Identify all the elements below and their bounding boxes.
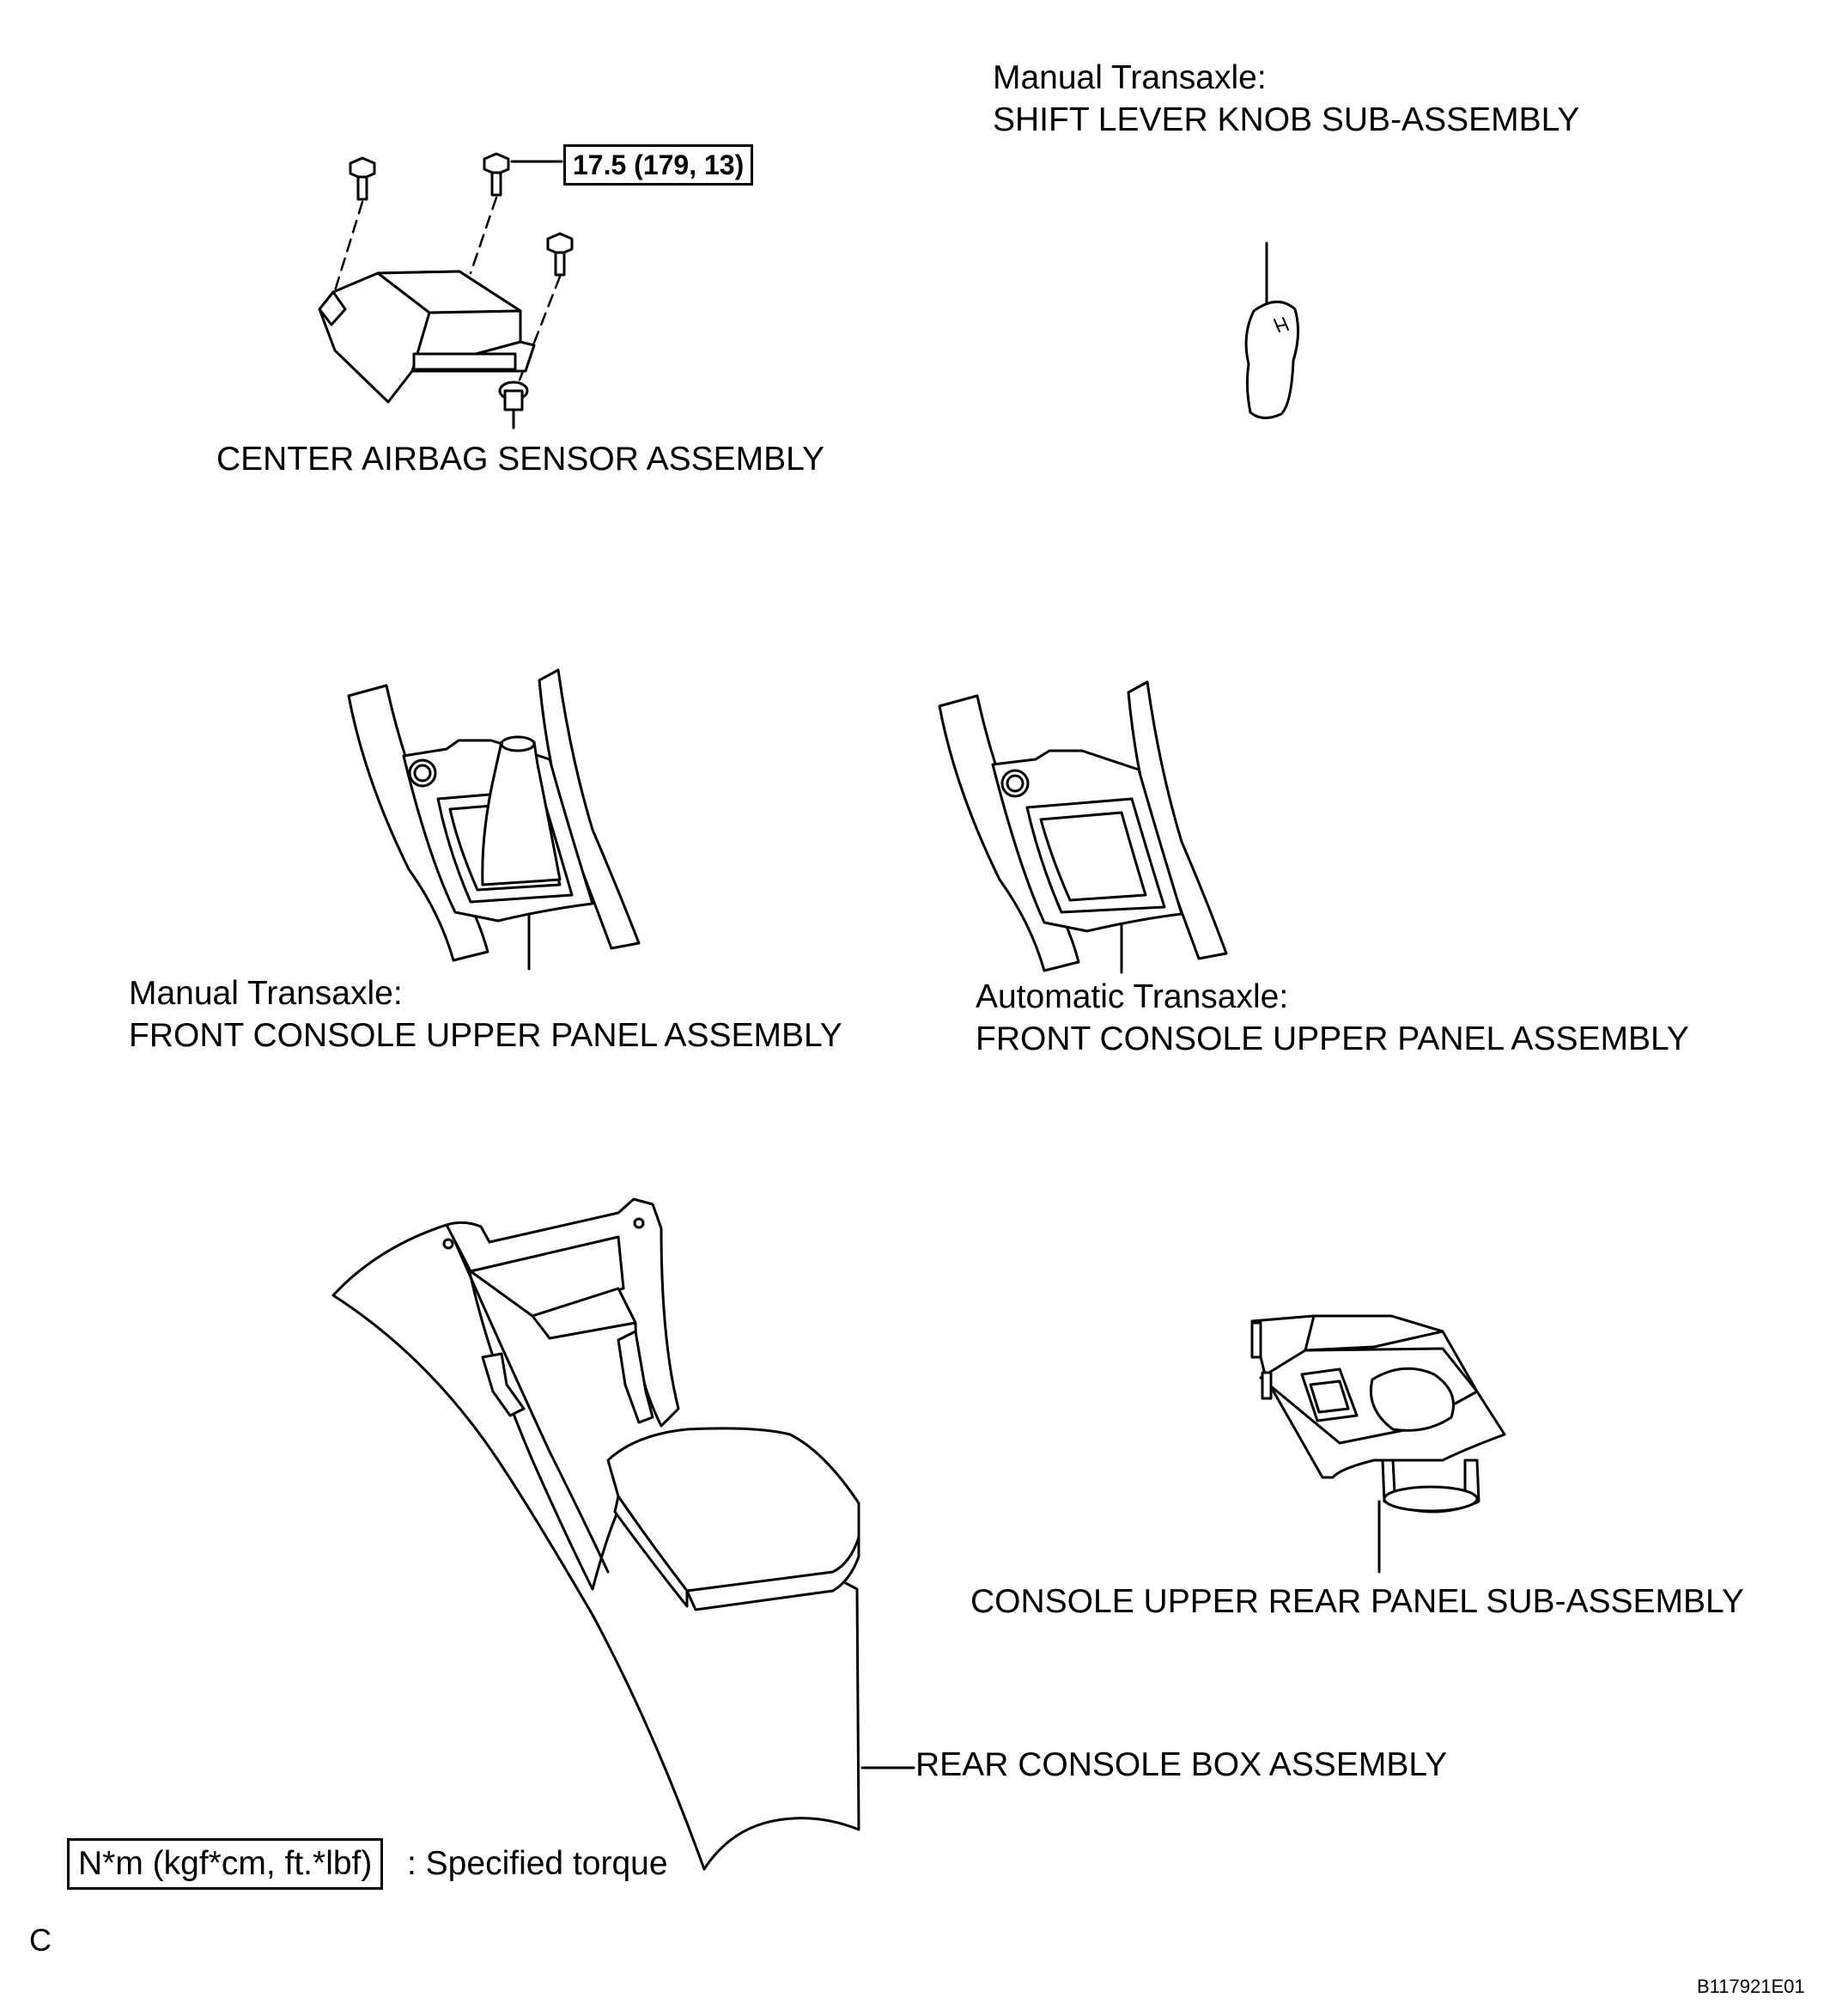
label-shift-knob-line2: SHIFT LEVER KNOB SUB-ASSEMBLY [993, 101, 1580, 138]
front-panel-automatic-drawing [938, 680, 1228, 974]
label-front-panel-manual: Manual Transaxle: FRONT CONSOLE UPPER PA… [129, 972, 842, 1057]
label-front-panel-automatic: Automatic Transaxle: FRONT CONSOLE UPPER… [976, 976, 1689, 1060]
legend-description: : Specified torque [407, 1845, 668, 1882]
label-shift-lever-knob: Manual Transaxle: SHIFT LEVER KNOB SUB-A… [993, 57, 1579, 141]
legend-unit-box: N*m (kgf*cm, ft.*lbf) [67, 1838, 384, 1890]
rear-console-box-drawing [331, 1197, 915, 1871]
bolt-middle [483, 152, 510, 197]
label-front-panel-mt-line1: Manual Transaxle: [129, 975, 403, 1012]
label-front-panel-at-line2: FRONT CONSOLE UPPER PANEL ASSEMBLY [976, 1020, 1689, 1057]
label-center-airbag-sensor: CENTER AIRBAG SENSOR ASSEMBLY [216, 441, 824, 478]
label-front-panel-at-line1: Automatic Transaxle: [976, 978, 1289, 1015]
label-front-panel-mt-line2: FRONT CONSOLE UPPER PANEL ASSEMBLY [129, 1017, 842, 1054]
figure-id: B117921E01 [1697, 1976, 1805, 1997]
shift-knob-drawing [1244, 241, 1299, 419]
label-shift-knob-line1: Manual Transaxle: [993, 59, 1267, 96]
label-rear-console-box: REAR CONSOLE BOX ASSEMBLY [915, 1746, 1448, 1783]
bolt-right [546, 232, 574, 277]
center-airbag-sensor-drawing [318, 152, 574, 429]
corner-letter: C [29, 1922, 52, 1958]
front-panel-manual-drawing [347, 668, 641, 971]
torque-spec-box: 17.5 (179, 13) [563, 144, 754, 186]
label-console-upper-rear-panel: CONSOLE UPPER REAR PANEL SUB-ASSEMBLY [970, 1583, 1744, 1620]
bolt-left [349, 156, 376, 201]
rear-panel-drawing [1250, 1314, 1506, 1574]
